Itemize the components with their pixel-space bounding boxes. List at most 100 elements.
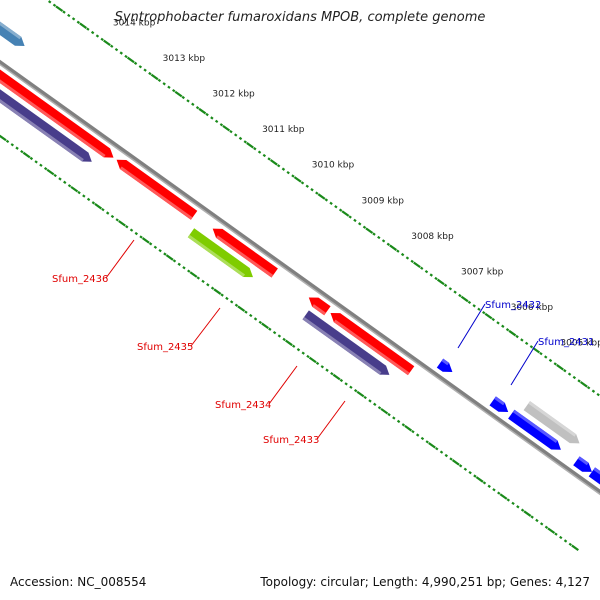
red-gene-2[interactable] bbox=[212, 228, 278, 278]
kbp-label: 3008 kbp bbox=[411, 232, 454, 242]
ruler-minor-tick bbox=[296, 348, 301, 352]
gene-label-text: Sfum_2435 bbox=[137, 342, 193, 353]
ruler-minor-tick bbox=[172, 259, 177, 263]
ruler-major-tick bbox=[293, 176, 302, 183]
ruler-minor-tick bbox=[286, 170, 290, 175]
gene-arrow-body bbox=[302, 310, 390, 375]
gene-arrow-bevel bbox=[187, 234, 246, 277]
ruler-minor-tick bbox=[162, 82, 166, 86]
blue-gene-2432[interactable] bbox=[436, 358, 453, 372]
blue-gene-edge[interactable] bbox=[588, 467, 600, 511]
ruler-minor-tick bbox=[468, 470, 472, 475]
ruler-minor-tick bbox=[39, 163, 43, 167]
ruler-minor-tick bbox=[163, 252, 167, 256]
ruler-minor-tick bbox=[487, 484, 491, 488]
ruler-major-tick bbox=[165, 254, 174, 261]
ruler-minor-tick bbox=[405, 256, 410, 260]
gene-arrow-bevel bbox=[0, 99, 84, 162]
ruler-minor-tick bbox=[372, 232, 376, 236]
blue-gene-2431[interactable] bbox=[508, 409, 561, 450]
red-gene-long[interactable] bbox=[0, 38, 114, 158]
purple-gene-2433[interactable] bbox=[302, 310, 390, 375]
ruler-minor-tick bbox=[439, 450, 444, 454]
ruler-minor-tick bbox=[63, 180, 67, 184]
gene-label-sfum-2432[interactable]: Sfum_2432 bbox=[457, 300, 541, 349]
ruler-minor-tick bbox=[58, 177, 62, 181]
ruler-minor-tick bbox=[76, 20, 81, 24]
ruler-minor-tick bbox=[243, 140, 247, 144]
ruler-minor-tick bbox=[90, 30, 95, 35]
gene-label-sfum-2434[interactable]: Sfum_2434 bbox=[215, 365, 298, 411]
gene-arrow-bevel bbox=[312, 304, 326, 316]
gene-label-sfum-2436[interactable]: Sfum_2436 bbox=[52, 239, 135, 285]
ruler-minor-tick bbox=[544, 525, 549, 529]
ruler-major-tick bbox=[103, 39, 111, 47]
ruler-minor-tick bbox=[276, 164, 281, 168]
ruler-major-tick bbox=[118, 220, 126, 227]
ruler-minor-tick bbox=[148, 242, 153, 246]
ruler-major-tick bbox=[189, 271, 198, 278]
ruler-minor-tick bbox=[20, 149, 24, 154]
gene-label-sfum-2431[interactable]: Sfum_2431 bbox=[510, 337, 594, 386]
blue-gene-small-3[interactable] bbox=[573, 456, 592, 472]
ruler-major-tick bbox=[571, 544, 579, 552]
ruler-minor-tick bbox=[572, 375, 577, 380]
ruler-minor-tick bbox=[191, 102, 195, 106]
ruler-major-tick bbox=[317, 193, 326, 200]
ruler-minor-tick bbox=[100, 37, 104, 42]
ruler-major-tick bbox=[0, 134, 7, 142]
ruler-minor-tick bbox=[506, 498, 510, 502]
ruler-minor-tick bbox=[353, 389, 358, 393]
ruler-minor-tick bbox=[396, 419, 401, 424]
genome-summary: Topology: circular; Length: 4,990,251 bp… bbox=[260, 575, 590, 589]
gene-arrow-body bbox=[212, 228, 278, 278]
ruler-minor-tick bbox=[315, 191, 319, 195]
gene-arrow-bevel bbox=[494, 396, 505, 406]
ruler-minor-tick bbox=[491, 317, 495, 322]
ruler-minor-tick bbox=[158, 248, 162, 253]
ruler-minor-tick bbox=[443, 283, 448, 287]
ruler-minor-tick bbox=[591, 389, 596, 393]
ruler-major-tick bbox=[308, 356, 317, 364]
gene-arrow-body bbox=[436, 358, 453, 372]
ruler-minor-tick bbox=[34, 160, 38, 164]
red-gene-2436[interactable] bbox=[116, 159, 198, 220]
ruler-minor-tick bbox=[229, 300, 234, 304]
ruler-major-tick bbox=[484, 312, 493, 320]
ruler-minor-tick bbox=[515, 334, 519, 339]
gene-arrow-body bbox=[0, 69, 114, 158]
blue-gene-small-2[interactable] bbox=[489, 396, 509, 412]
ruler-minor-tick bbox=[401, 423, 406, 427]
kbp-label: 3011 kbp bbox=[262, 125, 305, 135]
ruler-major-tick bbox=[150, 73, 159, 81]
ruler-minor-tick bbox=[5, 139, 10, 144]
ruler-major-tick bbox=[79, 22, 87, 29]
ruler-minor-tick bbox=[143, 68, 147, 72]
ruler-minor-tick bbox=[497, 491, 501, 495]
green-gene-2435[interactable] bbox=[187, 228, 253, 278]
ruler-minor-tick bbox=[310, 188, 314, 192]
red-gene-2434[interactable] bbox=[330, 312, 415, 376]
grey-gene[interactable] bbox=[523, 401, 580, 444]
ruler-minor-tick bbox=[458, 464, 463, 468]
ruler-minor-tick bbox=[396, 249, 400, 253]
ruler-minor-tick bbox=[544, 355, 548, 359]
backbone-shadow bbox=[0, 63, 600, 496]
ruler-major-tick bbox=[198, 107, 207, 115]
ruler-minor-tick bbox=[305, 184, 309, 188]
steel-gene[interactable] bbox=[0, 19, 25, 46]
ruler-minor-tick bbox=[53, 173, 57, 178]
ruler-minor-tick bbox=[115, 218, 119, 222]
ruler-minor-tick bbox=[181, 95, 185, 100]
gene-label-sfum-2435[interactable]: Sfum_2435 bbox=[137, 307, 221, 353]
ruler-major-tick bbox=[332, 373, 341, 381]
ruler-minor-tick bbox=[15, 146, 19, 150]
kbp-label: 3006 kbp bbox=[511, 303, 554, 313]
gene-label-sfum-2433[interactable]: Sfum_2433 bbox=[263, 400, 346, 446]
gene-arrow-bevel bbox=[593, 467, 600, 475]
red-gene-small[interactable] bbox=[308, 297, 331, 316]
purple-gene-long[interactable] bbox=[0, 51, 92, 162]
ruler-minor-tick bbox=[520, 338, 524, 342]
ruler-minor-tick bbox=[554, 532, 558, 536]
